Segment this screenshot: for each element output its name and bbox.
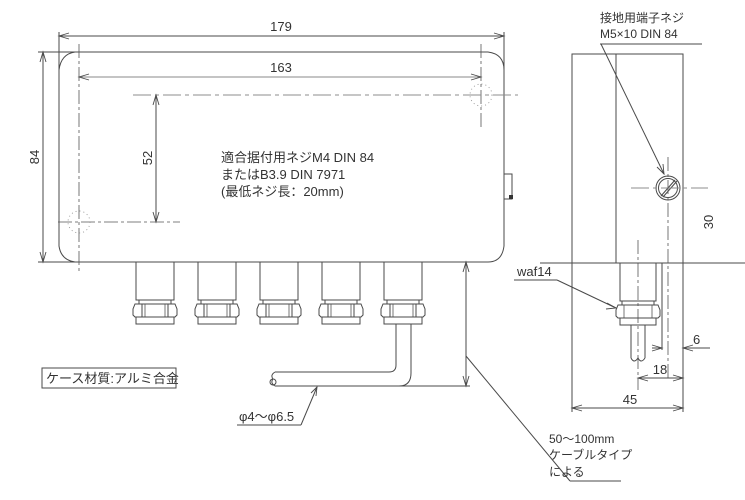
dim-overall-height: 84 <box>27 150 42 164</box>
mounting-note-line2: またはB3.9 DIN 7971 <box>221 167 345 182</box>
material-label-box <box>41 367 177 389</box>
dim-overall-width: 179 <box>270 19 292 34</box>
material-label: ケース材質:アルミ合金 <box>46 371 179 386</box>
cable-length-note-line1: 50〜100mm <box>549 432 614 446</box>
ground-screw-note-line1: 接地用端子ネジ <box>600 10 684 25</box>
mounting-hole-icon <box>67 210 91 234</box>
dim-offset-gland: 18 <box>653 362 667 377</box>
ground-screw-note-line2: M5×10 DIN 84 <box>600 27 678 41</box>
cable-diameter-label: φ4〜φ6.5 <box>239 409 294 424</box>
side-view: 接地用端子ネジ M5×10 DIN 84 30 waf14 <box>514 10 745 412</box>
dim-overall-depth: 45 <box>623 392 637 407</box>
dim-hole-pitch-width: 163 <box>270 60 292 75</box>
wrench-size-label: waf14 <box>516 264 552 279</box>
side-view-body <box>571 53 684 264</box>
enclosure-outline <box>58 51 505 263</box>
cable-gland-icon <box>194 261 240 325</box>
mounting-note-line3: (最低ネジ長：20mm) <box>221 184 344 199</box>
cable-length-note-line3: による <box>549 465 585 479</box>
cable-gland-icon <box>380 261 426 325</box>
cable-gland-icon <box>256 261 302 325</box>
mounting-note-line1: 適合据付用ネジM4 DIN 84 <box>221 150 374 165</box>
front-view: 179 163 84 52 適合据付用ネジM4 DIN 84 またはB3.9 D… <box>27 19 632 482</box>
dim-screw-height: 30 <box>701 215 716 229</box>
dim-hole-pitch-height: 52 <box>140 151 155 165</box>
cable <box>275 324 412 387</box>
cable-gland-icon <box>132 261 178 325</box>
side-connector <box>504 173 513 200</box>
cable-gland-icon <box>318 261 364 325</box>
mounting-hole-icon <box>469 83 493 107</box>
cable-length-note-line2: ケーブルタイプ <box>549 447 632 462</box>
dim-offset-small: 6 <box>693 332 700 347</box>
